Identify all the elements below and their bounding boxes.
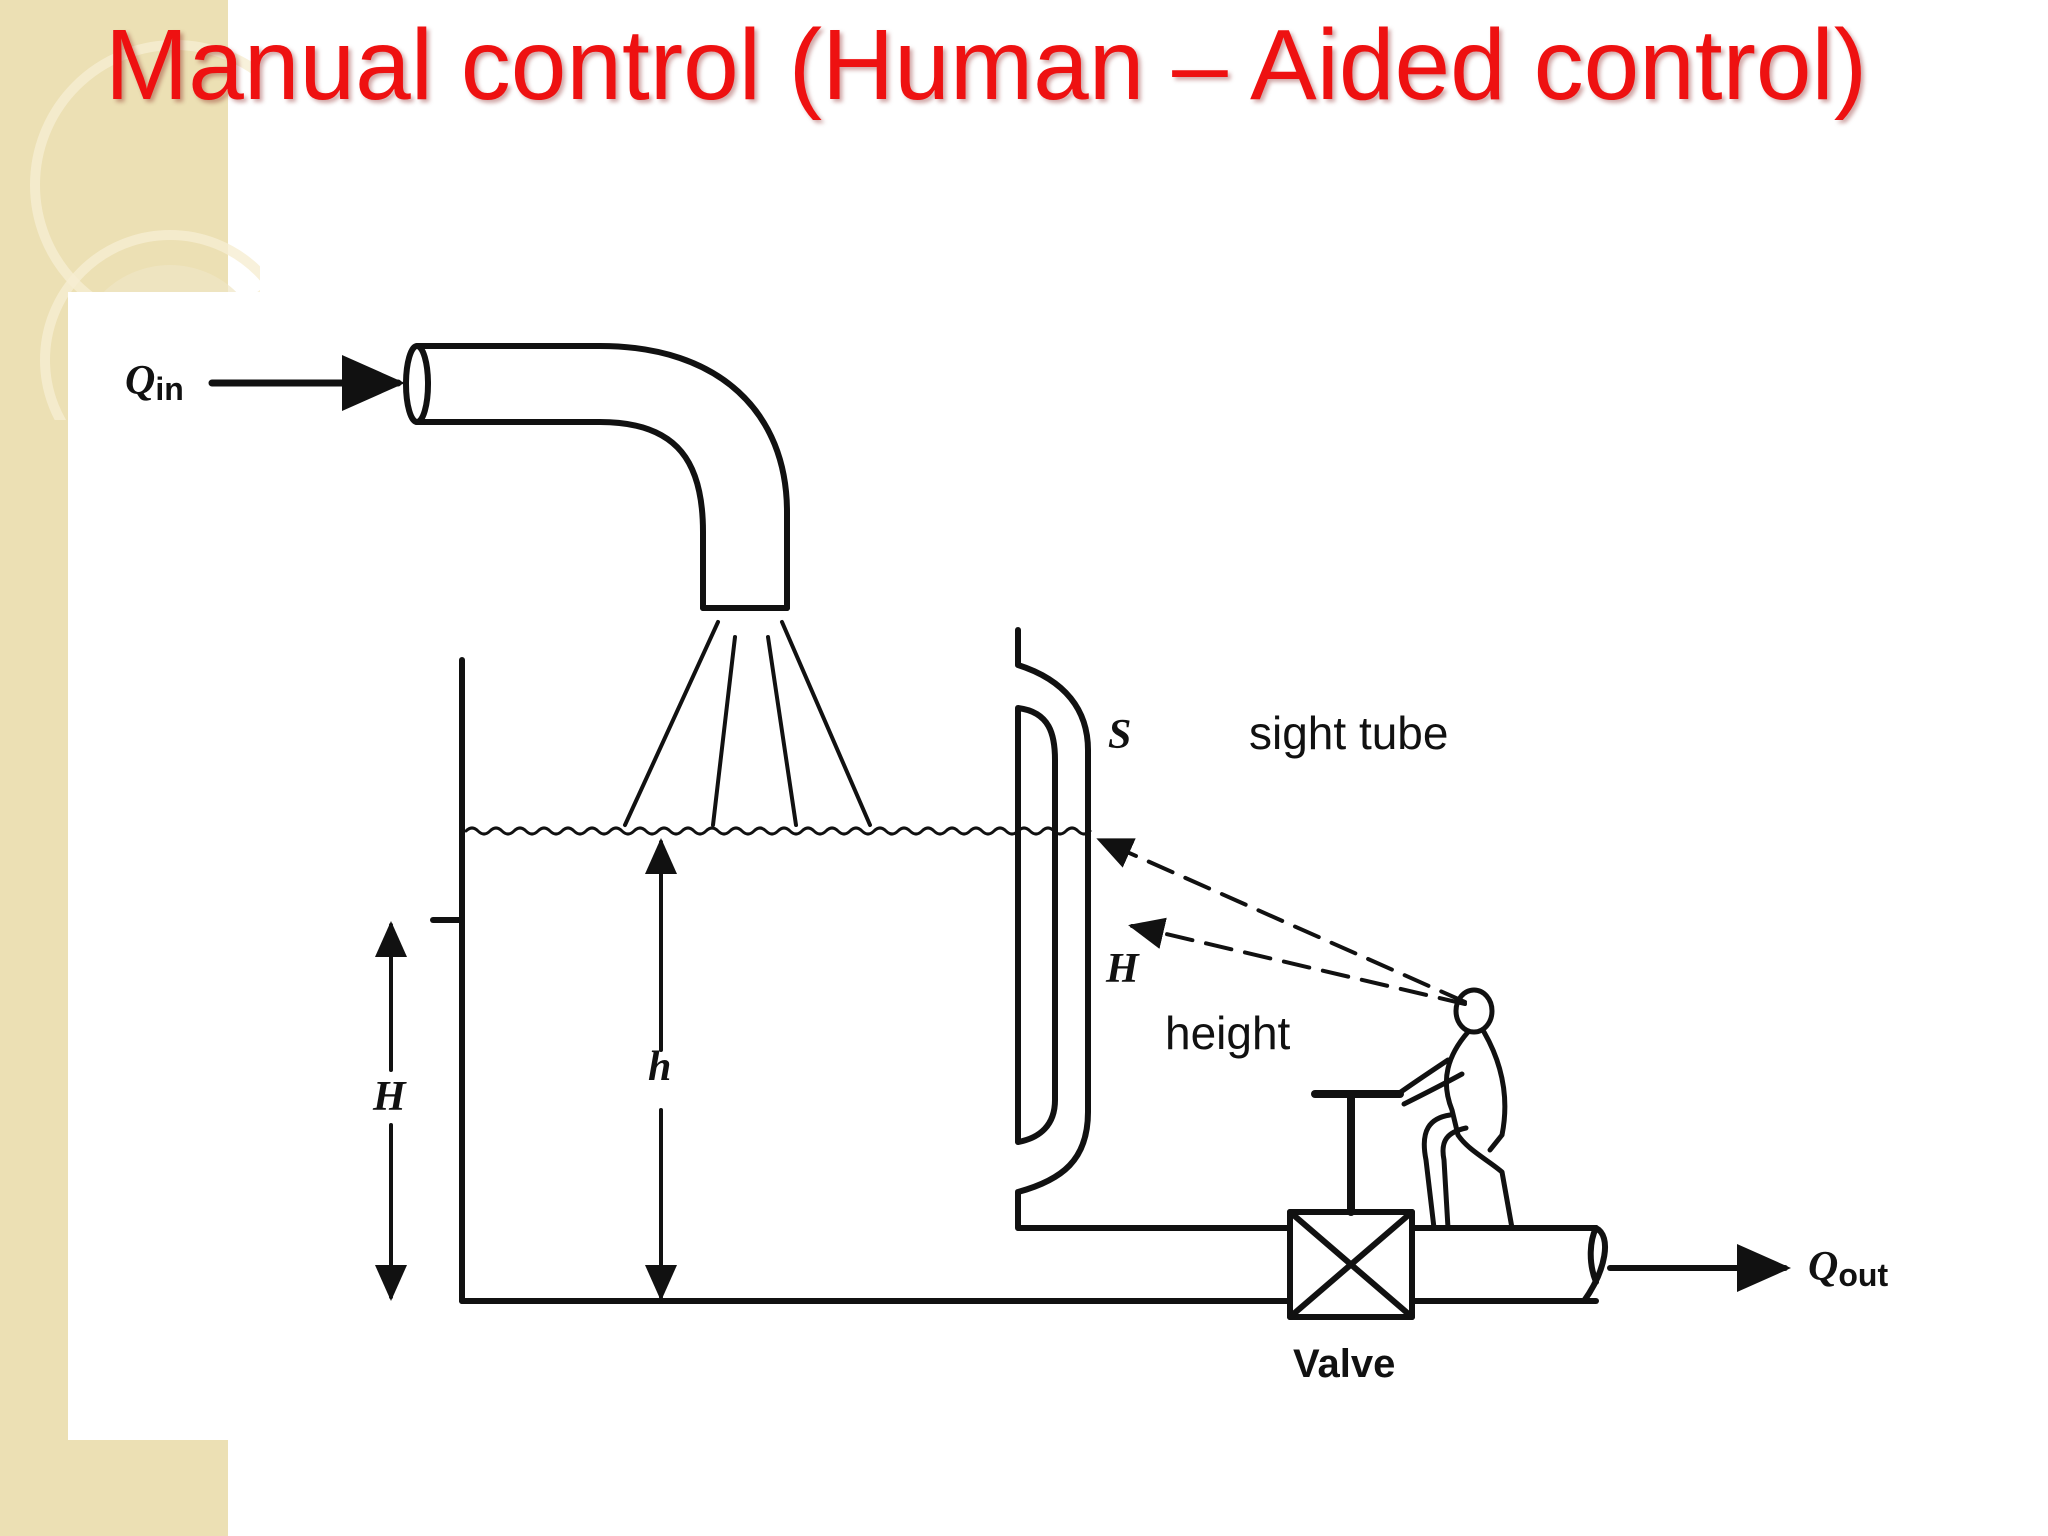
inflow-pipe xyxy=(403,343,790,611)
tank xyxy=(430,657,1293,1304)
tank-height-symbol: H xyxy=(372,1074,407,1120)
height-annotation: height xyxy=(1165,1007,1291,1059)
sight-lines xyxy=(1096,838,1467,1006)
flow-out-label: Qout xyxy=(1808,1244,1888,1293)
valve-icon xyxy=(1287,1090,1415,1320)
level-symbol: h xyxy=(648,1044,671,1090)
spray-lines xyxy=(623,620,872,827)
water-surface xyxy=(464,826,1092,836)
outlet-pipe xyxy=(1409,1225,1609,1304)
sight-tube xyxy=(1015,627,1293,1231)
height-symbol: H xyxy=(1105,946,1140,992)
flow-in-label: Qin xyxy=(125,358,184,407)
operator-figure xyxy=(1395,987,1515,1231)
sight-tube-annotation: sight tube xyxy=(1249,707,1449,759)
slide-title: Manual control (Human – Aided control) xyxy=(105,9,1868,121)
sight-tube-symbol: S xyxy=(1108,712,1131,758)
valve-label: Valve xyxy=(1293,1342,1395,1386)
figure-panel xyxy=(68,292,1948,1440)
